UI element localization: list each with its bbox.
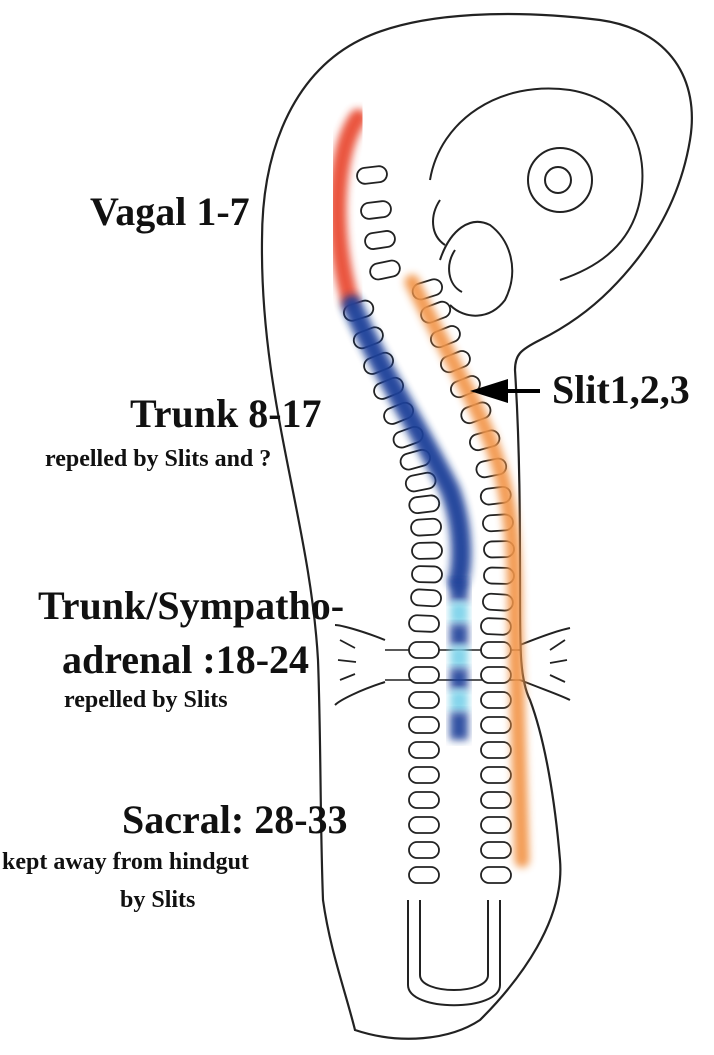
head-lobe <box>429 87 644 281</box>
somite <box>408 866 440 884</box>
limb-bud-left <box>334 624 386 706</box>
sympathoadrenal-label-line2: adrenal :18-24 <box>62 637 310 682</box>
sympathoadrenal-segment <box>450 690 468 712</box>
pharyngeal-arch <box>432 199 446 246</box>
sympathoadrenal-label-line1: Trunk/Sympatho- <box>38 583 345 628</box>
somite <box>408 716 440 734</box>
somite <box>408 841 440 859</box>
vagal-label: Vagal 1-7 <box>90 189 250 234</box>
trunk-note: repelled by Slits and ? <box>45 446 272 472</box>
somite <box>408 766 440 784</box>
sympathoadrenal-segment <box>450 580 468 602</box>
trunk-stream <box>342 295 472 590</box>
slit-label: Slit1,2,3 <box>552 367 690 412</box>
sympathoadrenal-segment <box>450 668 468 690</box>
sacral-label: Sacral: 28-33 <box>122 797 348 842</box>
slit-arrow <box>470 379 540 403</box>
somite <box>408 741 440 759</box>
sympathoadrenal-segment <box>450 646 468 668</box>
slit-stream <box>404 274 530 868</box>
pharyngeal-arch <box>448 249 463 293</box>
somite <box>411 565 443 584</box>
somite <box>480 641 512 659</box>
eye-inner <box>544 166 572 194</box>
somite <box>480 841 512 859</box>
sympathoadrenal-segment <box>450 712 468 740</box>
somite <box>480 716 512 734</box>
somite <box>408 666 440 684</box>
somite <box>480 866 512 884</box>
eye-outer <box>527 147 593 213</box>
somite <box>364 230 396 250</box>
somite <box>408 691 440 709</box>
somite <box>480 666 512 684</box>
sympathoadrenal-note: repelled by Slits <box>64 687 228 713</box>
slit-arrow-head <box>470 379 508 403</box>
somite <box>410 588 442 608</box>
somite <box>408 816 440 834</box>
somite <box>480 816 512 834</box>
somite <box>480 791 512 809</box>
somite <box>480 691 512 709</box>
sacral-note-line1: kept away from hindgut <box>2 849 249 875</box>
limb-bud-right-digits <box>549 639 568 683</box>
somite <box>408 791 440 809</box>
trunk-label: Trunk 8-17 <box>130 391 322 436</box>
somite <box>411 541 443 560</box>
hindgut-outer <box>407 900 501 1007</box>
sacral-note-line2: by Slits <box>120 887 196 913</box>
somites <box>343 165 515 884</box>
limb-bud-right <box>519 627 571 701</box>
somite <box>408 614 440 633</box>
somite <box>356 165 388 185</box>
limb-bud-left-digits <box>337 639 357 681</box>
vagal-stream <box>328 109 367 309</box>
sympathoadrenal-stream <box>450 580 468 740</box>
somite <box>360 200 392 220</box>
hindgut-inner <box>419 900 489 991</box>
somite <box>410 517 442 537</box>
head-lobe-inner <box>439 220 514 317</box>
somite <box>480 741 512 759</box>
sympathoadrenal-segment <box>450 602 468 624</box>
somite <box>369 259 401 281</box>
somite <box>408 641 440 659</box>
somite <box>480 617 512 636</box>
embryo-outline <box>260 12 693 1040</box>
somite <box>480 766 512 784</box>
somite <box>408 494 441 515</box>
sympathoadrenal-segment <box>450 624 468 646</box>
